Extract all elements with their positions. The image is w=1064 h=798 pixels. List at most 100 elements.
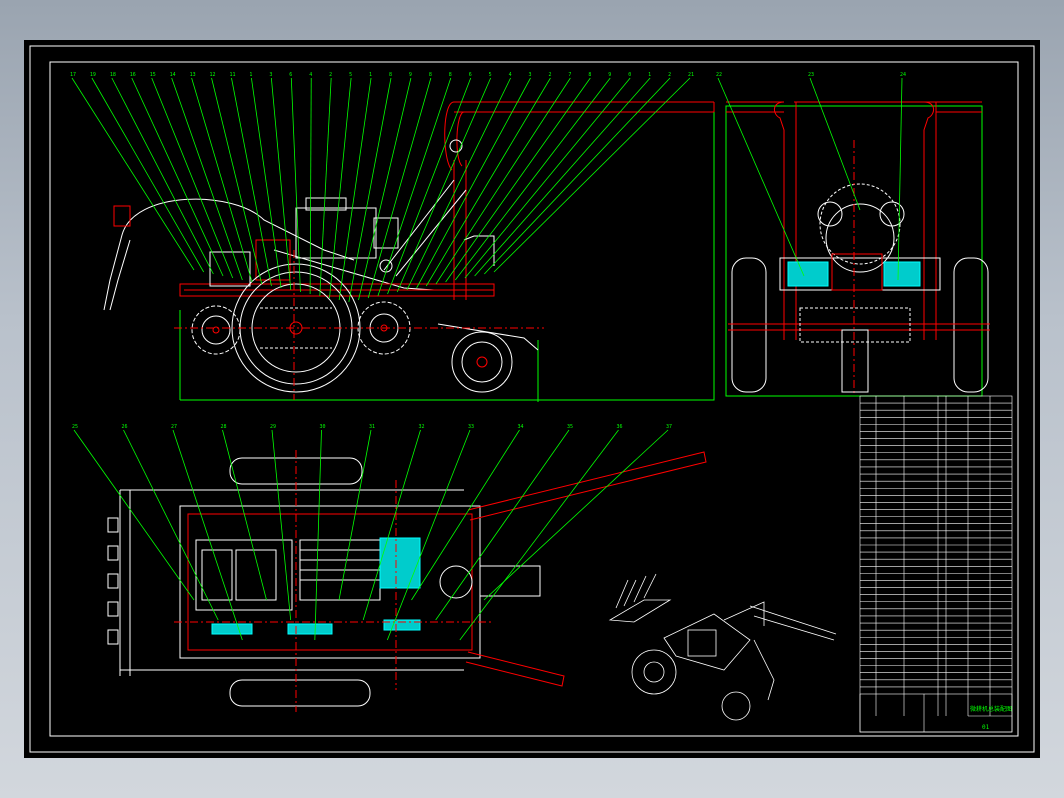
front-wheel-left: [731, 257, 767, 393]
plan-leader: [435, 429, 570, 621]
front-dimension-box: [725, 105, 983, 397]
side-balloon-label: 8: [429, 72, 432, 78]
plan-balloon-label: 37: [666, 424, 672, 430]
side-balloon-label: 6: [469, 72, 472, 78]
side-balloon-label: 4: [309, 72, 312, 78]
plan-leader: [123, 429, 219, 621]
drawing-title: 微耕机总装配图: [970, 706, 1013, 713]
tine-wheel-left: [191, 305, 241, 355]
plan-leader: [483, 429, 669, 601]
plan-balloon-label: 35: [567, 424, 573, 430]
front-balloon-label: 23: [808, 72, 814, 78]
side-leader: [231, 77, 272, 287]
side-balloon-label: 14: [170, 72, 176, 78]
side-balloon-label: 6: [289, 72, 292, 78]
side-leader: [329, 77, 352, 299]
side-leader: [338, 77, 372, 301]
side-leader: [251, 77, 282, 289]
side-balloon-label: 18: [110, 72, 116, 78]
side-balloon-label: 4: [509, 72, 512, 78]
side-balloon-label: 13: [190, 72, 196, 78]
front-balloon-label: 24: [900, 72, 906, 78]
plan-balloon-label: 26: [122, 424, 128, 430]
side-leader: [396, 77, 492, 293]
side-leader: [387, 77, 472, 295]
side-leader: [416, 77, 531, 289]
side-leader: [406, 77, 511, 291]
engine: [295, 207, 377, 259]
plan-leader: [314, 429, 322, 641]
side-leader: [131, 77, 224, 277]
plan-frame: [179, 505, 481, 659]
plan-balloon-label: 33: [468, 424, 474, 430]
side-balloon-label: 5: [489, 72, 492, 78]
side-balloon-label: 21: [688, 72, 694, 78]
plan-leader: [386, 429, 471, 641]
side-balloon-label: 2: [668, 72, 671, 78]
side-balloon-label: 12: [210, 72, 216, 78]
side-leader: [211, 77, 263, 285]
side-leader: [171, 77, 243, 281]
side-balloon-label: 3: [529, 72, 532, 78]
side-leader: [425, 77, 551, 287]
side-balloon-label: 8: [389, 72, 392, 78]
inner-frame: [49, 61, 1019, 737]
plan-balloon-label: 28: [221, 424, 227, 430]
plan-leader: [338, 429, 372, 601]
side-balloon-label: 0: [628, 72, 631, 78]
side-balloon-label: 9: [409, 72, 412, 78]
plan-leader: [271, 429, 292, 621]
plan-balloon-label: 27: [171, 424, 177, 430]
side-balloon-label: 19: [90, 72, 96, 78]
side-dimension-box: [180, 106, 715, 401]
side-leader: [445, 77, 591, 283]
front-hub-right: [883, 261, 921, 287]
title-block: [859, 395, 1013, 733]
side-balloon-label: 1: [249, 72, 252, 78]
main-wheel: [231, 263, 361, 393]
front-hub-left: [787, 261, 829, 287]
plan-handle-upper: [467, 451, 707, 521]
side-balloon-label: 17: [70, 72, 76, 78]
outer-frame: [29, 45, 1035, 753]
side-leader: [454, 77, 611, 281]
plan-hub-upper: [379, 537, 421, 589]
caster-wheel: [451, 331, 513, 393]
handle: [444, 101, 715, 171]
side-balloon-label: 8: [449, 72, 452, 78]
side-balloon-label: 5: [349, 72, 352, 78]
side-leader: [151, 77, 234, 279]
side-balloon-label: 1: [369, 72, 372, 78]
side-balloon-label: 3: [269, 72, 272, 78]
side-leader: [474, 77, 651, 277]
plan-balloon-label: 30: [320, 424, 326, 430]
side-balloon-label: 15: [150, 72, 156, 78]
front-leader: [717, 77, 805, 277]
side-balloon-label: 1: [648, 72, 651, 78]
side-leader: [319, 77, 332, 297]
plan-balloon-label: 34: [518, 424, 524, 430]
side-leader: [377, 77, 452, 297]
plan-balloon-label: 25: [72, 424, 78, 430]
side-balloon-label: 16: [130, 72, 136, 78]
side-balloon-label: 2: [548, 72, 551, 78]
plan-leader: [459, 429, 619, 641]
plan-tines: [107, 517, 119, 645]
side-balloon-label: 8: [588, 72, 591, 78]
side-leader: [191, 77, 253, 283]
side-leader: [493, 77, 691, 273]
side-leader: [435, 77, 571, 285]
plan-balloon-label: 31: [369, 424, 375, 430]
front-wheel-right: [953, 257, 989, 393]
plan-leader: [362, 429, 421, 621]
plan-leader: [73, 429, 195, 601]
side-leader: [91, 77, 205, 273]
side-leader: [111, 77, 214, 275]
side-leader: [348, 77, 392, 303]
plan-handle-lower: [465, 651, 565, 687]
